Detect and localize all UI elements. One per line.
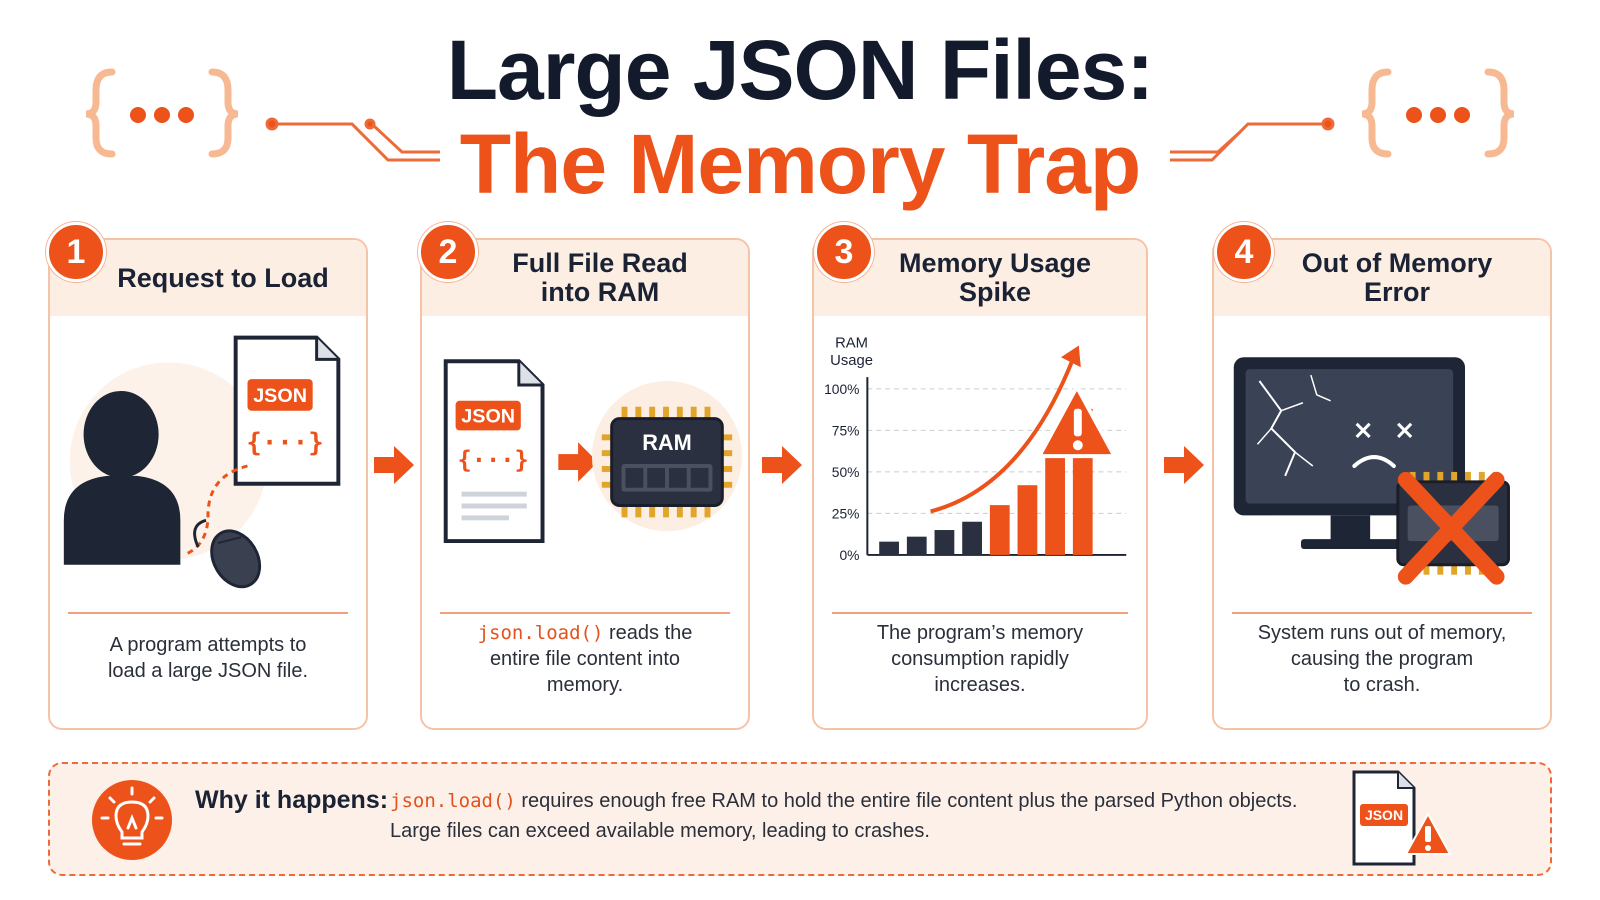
chart-ytick-label: 0% [839,547,859,563]
chart-ytick-label: 50% [832,464,860,480]
step-1-separator [68,612,348,614]
step-card-1: Request to Load JSON {···} A program att… [48,238,368,730]
step-3-chart: RAM Usage 100% 75% 50% 25% 0% [824,335,1127,563]
left-dots-icon [130,107,194,123]
step-2-illustration: JSON {···} RAM [443,359,743,544]
step-2-header: Full File Read into RAM [422,240,748,316]
flow-arrow-3 [1164,446,1204,484]
chart-ytick-label: 100% [824,381,859,397]
step-3-title: Memory Usage Spike [898,248,1092,307]
why-text-line1: json.load() requires enough free RAM to … [390,790,1297,813]
why-it-happens-box: Why it happens: json.load() requires eno… [48,762,1552,876]
right-braces-icon [1361,68,1515,158]
step-3-badge: 3 [814,222,874,282]
inner-arrow-icon [558,442,598,482]
why-code: json.load() [390,790,516,812]
step-1-title: Request to Load [117,262,329,293]
chart-bar [906,536,927,555]
red-x-icon [1397,471,1505,585]
chart-ytick-label: 75% [832,422,860,438]
chart-ytick-label: 25% [832,505,860,521]
step-4-title: Out of Memory Error [1301,248,1493,307]
step-2-description: json.load() reads the entire file conten… [432,620,738,698]
step-2-desc-text: reads the entire file content into memor… [489,622,693,696]
step-4-illustration: × × [1233,357,1510,585]
lightbulb-icon [92,780,172,860]
step-2-code: json.load() [477,622,604,644]
chart-bar [934,530,955,555]
step-4-badge: 4 [1214,222,1274,282]
left-braces-icon [85,68,239,158]
step-2-badge: 2 [418,222,478,282]
ram-chip-label: RAM [642,430,691,455]
chart-bar [1045,452,1065,555]
trend-arrow-line [930,358,1075,514]
json-file-icon: JSON {···} [233,335,341,486]
step-card-2: Full File Read into RAM JSON {···} RAM [420,238,750,730]
step-2-file-label: JSON [461,406,515,428]
warning-triangle-icon [1037,384,1117,459]
user-silhouette-icon [63,390,181,565]
step-4-description: System runs out of memory, causing the p… [1257,622,1507,696]
x-eye-right-icon: × [1394,415,1416,445]
json-warning-file-icon: JSON [1352,770,1451,866]
ram-chip-icon: RAM [601,406,733,518]
trend-arrow-head-icon [1061,345,1081,368]
chart-bar [989,505,1010,555]
json-file-icon: JSON {···} [443,359,545,544]
right-dots-icon [1406,107,1470,123]
why-text-line2: Large files can exceed available memory,… [390,820,930,842]
chart-bar [962,521,982,555]
step-card-3: Memory Usage Spike RAM Usage 100% 75% 50% 2… [812,238,1148,730]
sad-mouth [1352,455,1396,468]
why-label: Why it happens: [195,786,389,814]
chart-ylabel-line2: Usage [830,353,873,369]
step-2-title: Full File Read into RAM [512,248,688,307]
title-area: Large JSON Files: The Memory Trap [0,12,1600,212]
step-1-illustration: JSON {···} [63,335,341,589]
chart-ylabel-line1: RAM [835,335,868,351]
title-sub: The Memory Trap [459,117,1142,211]
right-circuit-icon [1170,117,1335,162]
step-1-file-braces: {···} [246,428,323,458]
x-eye-left-icon: × [1352,415,1374,445]
step-4-separator [1232,612,1532,614]
title-decoration [85,68,1515,162]
left-circuit-icon [265,117,440,162]
step-1-description: A program attempts to load a large JSON … [107,634,309,682]
step-1-file-label: JSON [253,385,307,407]
why-text-line1-rest: requires enough free RAM to hold the ent… [515,790,1298,812]
chart-bar [879,541,899,555]
chart-bar [1017,485,1038,555]
flow-arrow-1 [374,446,414,484]
step-2-file-braces: {···} [457,446,528,474]
step-3-separator [832,612,1128,614]
step-4-header: Out of Memory Error [1214,240,1550,316]
step-3-description: The program’s memory consumption rapidly… [876,622,1084,696]
why-file-label: JSON [1365,807,1403,823]
step-card-4: Out of Memory Error × × Syst [1212,238,1552,730]
title-main: Large JSON Files: [446,23,1155,117]
step-2-separator [440,612,730,614]
flow-arrow-2 [762,446,802,484]
mouse-icon [193,518,262,589]
step-1-badge: 1 [46,222,106,282]
